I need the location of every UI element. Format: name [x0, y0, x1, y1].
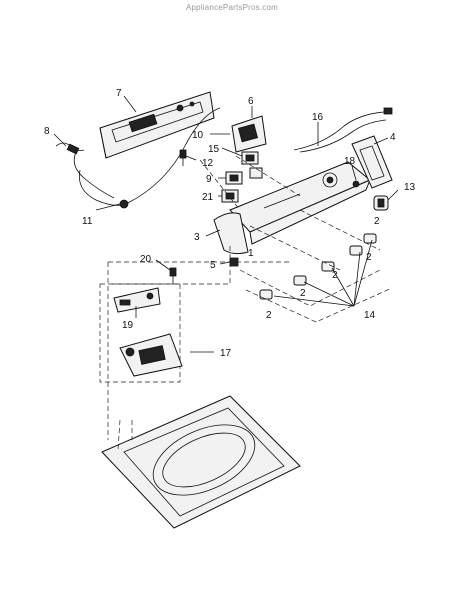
- callout-12: 12: [202, 158, 214, 169]
- callout-8: 8: [44, 126, 50, 137]
- switch-part-15: [241, 151, 259, 165]
- screw-part-12: [179, 149, 187, 166]
- callout-21: 21: [202, 192, 214, 203]
- callout-19: 19: [122, 320, 134, 331]
- hose-end-part: [55, 142, 115, 199]
- top-cabinet-part: [101, 395, 301, 529]
- callout-15: 15: [208, 144, 220, 155]
- callout-11: 11: [82, 216, 93, 227]
- callout-1: 1: [248, 248, 254, 259]
- callout-14: 14: [364, 310, 376, 321]
- callout-3: 3: [194, 232, 200, 243]
- callout-17: 17: [220, 348, 232, 359]
- rear-panel-part: [99, 91, 215, 159]
- left-end-cap-part: [213, 212, 249, 255]
- callout-2b: 2: [366, 252, 372, 263]
- screw-part-20: [169, 267, 177, 284]
- callout-2e: 2: [266, 310, 272, 321]
- switch-part-21: [221, 189, 239, 203]
- callout-5: 5: [210, 260, 216, 271]
- callout-7: 7: [116, 88, 122, 99]
- callout-2c: 2: [332, 270, 338, 281]
- button-parts-14: [259, 233, 377, 300]
- callout-labels: 7 8 11 6 10 12 15 9 21 16 4 18 13 2 3 1 …: [44, 88, 416, 359]
- assembly-guides: [99, 155, 393, 440]
- callout-20: 20: [140, 254, 152, 265]
- callout-18: 18: [344, 156, 356, 167]
- control-board-part: [231, 115, 267, 153]
- clip-part-18: [352, 180, 360, 188]
- knob-part-13: [373, 195, 389, 211]
- right-end-cap-part: [351, 135, 393, 189]
- wire-harness-part: [293, 107, 393, 153]
- callout-13: 13: [404, 182, 416, 193]
- callout-2d: 2: [300, 288, 306, 299]
- console-part: [229, 161, 371, 245]
- callout-2a: 2: [374, 216, 380, 227]
- callout-9: 9: [206, 174, 212, 185]
- timer-part-17: [119, 333, 183, 377]
- callout-10: 10: [192, 130, 204, 141]
- watermark: AppliancePartsPros.com: [186, 3, 278, 12]
- callout-16: 16: [312, 112, 324, 123]
- switch-part-9: [225, 167, 263, 185]
- callout-4: 4: [390, 132, 396, 143]
- callout-6: 6: [248, 96, 254, 107]
- lid-switch-part-19: [113, 287, 161, 313]
- leader-lines: [53, 95, 399, 353]
